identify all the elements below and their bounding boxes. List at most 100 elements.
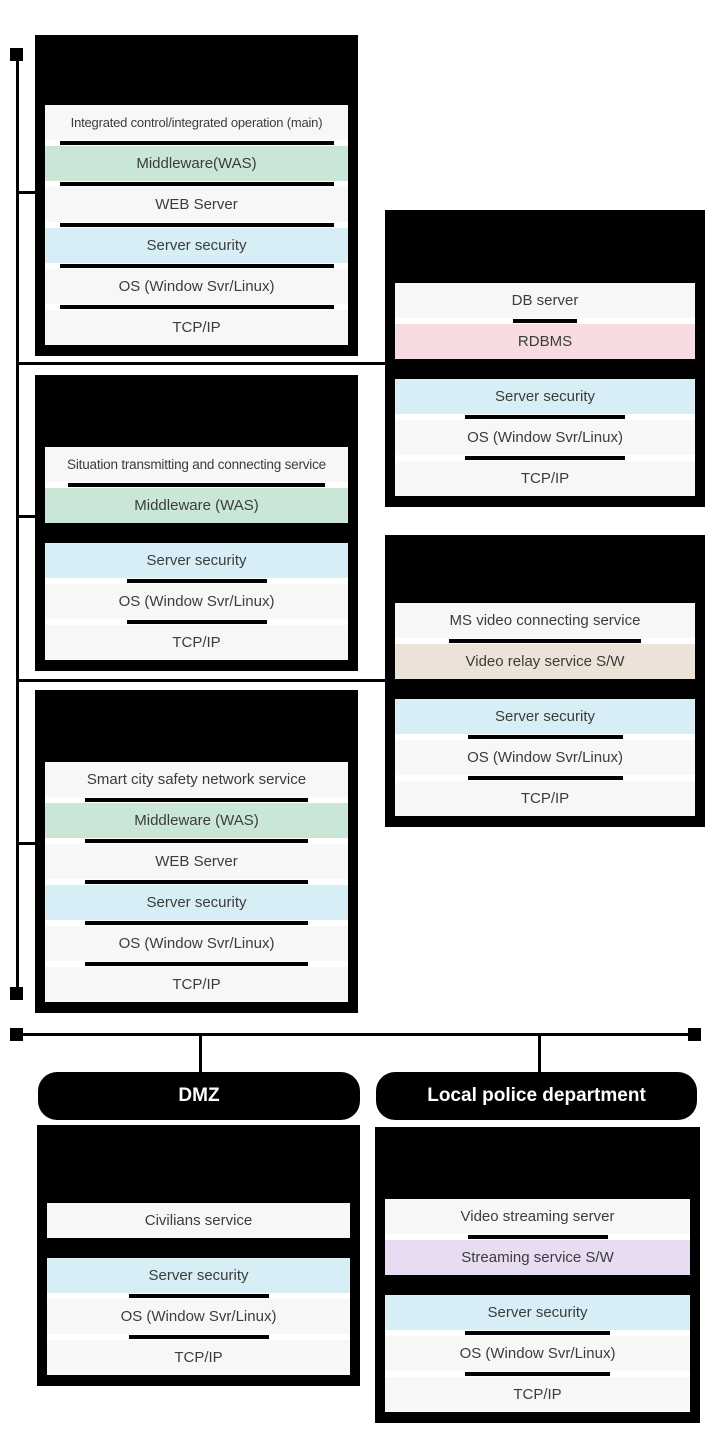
row-divider xyxy=(47,1293,350,1299)
layer-row: OS (Window Svr/Linux) xyxy=(45,269,348,304)
stack-gap xyxy=(47,1238,350,1258)
zone-label: Local police department xyxy=(427,1085,646,1106)
layer-label: Situation transmitting and connecting se… xyxy=(67,457,326,472)
connector-line xyxy=(16,54,19,993)
layer-row: OS (Window Svr/Linux) xyxy=(395,740,695,775)
row-divider xyxy=(45,578,348,584)
stack-gap xyxy=(395,679,695,699)
row-divider xyxy=(385,1371,690,1377)
connector-line xyxy=(16,1033,695,1036)
layer-row: MS video connecting service xyxy=(395,603,695,638)
layer-label: TCP/IP xyxy=(172,319,221,336)
row-divider xyxy=(395,414,695,420)
layer-row: Server security xyxy=(45,885,348,920)
row-divider xyxy=(395,775,695,781)
layer-row: RDBMS xyxy=(395,324,695,359)
layer-row: TCP/IP xyxy=(47,1340,350,1375)
stack-header xyxy=(395,210,695,283)
layer-row: Middleware (WAS) xyxy=(45,488,348,523)
stack-smart-city: Smart city safety network service Middle… xyxy=(35,690,358,1013)
row-divider xyxy=(45,920,348,926)
layer-label: Integrated control/integrated operation … xyxy=(70,115,323,130)
layer-row: Middleware(WAS) xyxy=(45,146,348,181)
row-divider xyxy=(45,797,348,803)
layer-label: Civilians service xyxy=(144,1212,253,1229)
layer-label: TCP/IP xyxy=(172,976,221,993)
layer-label: Smart city safety network service xyxy=(86,771,307,788)
layer-label: Server security xyxy=(487,1304,588,1321)
connector-line xyxy=(17,515,37,518)
layer-label: TCP/IP xyxy=(513,1386,562,1403)
layer-row: Server security xyxy=(47,1258,350,1293)
layer-row: Situation transmitting and connecting se… xyxy=(45,447,348,482)
row-divider xyxy=(395,318,695,324)
row-divider xyxy=(45,619,348,625)
layer-label: DB server xyxy=(511,292,579,309)
layer-label: OS (Window Svr/Linux) xyxy=(118,935,275,952)
stack-gap xyxy=(395,359,695,379)
stack-gap xyxy=(385,1275,690,1295)
layer-label: Video relay service S/W xyxy=(465,653,625,670)
connector-line xyxy=(17,842,37,845)
row-divider xyxy=(395,638,695,644)
row-divider xyxy=(45,304,348,310)
layer-row: Video relay service S/W xyxy=(395,644,695,679)
layer-row: Integrated control/integrated operation … xyxy=(45,105,348,140)
stack-db-server: DB server RDBMS Server security OS (Wind… xyxy=(385,210,705,507)
layer-row: Server security xyxy=(395,699,695,734)
layer-row: TCP/IP xyxy=(395,781,695,816)
layer-label: OS (Window Svr/Linux) xyxy=(467,429,623,446)
layer-label: Server security xyxy=(146,237,247,254)
layer-label: Server security xyxy=(146,894,247,911)
layer-row: Middleware (WAS) xyxy=(45,803,348,838)
layer-label: Video streaming server xyxy=(460,1208,615,1225)
layer-row: OS (Window Svr/Linux) xyxy=(385,1336,690,1371)
connector-line xyxy=(538,1036,541,1073)
layer-row: TCP/IP xyxy=(385,1377,690,1412)
layer-label: OS (Window Svr/Linux) xyxy=(467,749,623,766)
row-divider xyxy=(385,1234,690,1240)
layer-label: MS video connecting service xyxy=(449,612,641,629)
connector-line xyxy=(17,679,387,682)
row-divider xyxy=(385,1330,690,1336)
layer-row: Server security xyxy=(385,1295,690,1330)
layer-row: TCP/IP xyxy=(45,310,348,345)
layer-row: WEB Server xyxy=(45,187,348,222)
layer-row: TCP/IP xyxy=(395,461,695,496)
row-divider xyxy=(45,140,348,146)
layer-label: TCP/IP xyxy=(172,634,221,651)
row-divider xyxy=(45,961,348,967)
layer-row: OS (Window Svr/Linux) xyxy=(45,584,348,619)
layer-row: Server security xyxy=(45,228,348,263)
connector-node xyxy=(10,987,23,1000)
layer-label: WEB Server xyxy=(155,853,238,870)
row-divider xyxy=(45,222,348,228)
layer-label: Server security xyxy=(146,552,247,569)
layer-row: DB server xyxy=(395,283,695,318)
layer-label: OS (Window Svr/Linux) xyxy=(118,593,275,610)
layer-label: Middleware(WAS) xyxy=(136,155,257,172)
layer-label: WEB Server xyxy=(155,196,238,213)
layer-row: WEB Server xyxy=(45,844,348,879)
connector-line xyxy=(199,1036,202,1073)
layer-label: Server security xyxy=(494,708,596,725)
layer-label: TCP/IP xyxy=(174,1349,223,1366)
layer-label: RDBMS xyxy=(517,333,573,350)
stack-header xyxy=(45,375,348,447)
layer-row: Video streaming server xyxy=(385,1199,690,1234)
zone-label: DMZ xyxy=(178,1085,220,1106)
stack-header xyxy=(385,1127,690,1199)
stack-local-police: Video streaming server Streaming service… xyxy=(375,1127,700,1423)
stack-gap xyxy=(45,523,348,543)
layer-label: OS (Window Svr/Linux) xyxy=(118,278,275,295)
layer-row: TCP/IP xyxy=(45,967,348,1002)
layer-row: OS (Window Svr/Linux) xyxy=(47,1299,350,1334)
zone-local-police: Local police department xyxy=(376,1072,697,1120)
row-divider xyxy=(45,879,348,885)
layer-label: Middleware (WAS) xyxy=(134,497,259,514)
stack-header xyxy=(395,535,695,603)
stack-dmz: Civilians service Server security OS (Wi… xyxy=(37,1125,360,1386)
layer-row: Civilians service xyxy=(47,1203,350,1238)
zone-dmz: DMZ xyxy=(38,1072,360,1120)
